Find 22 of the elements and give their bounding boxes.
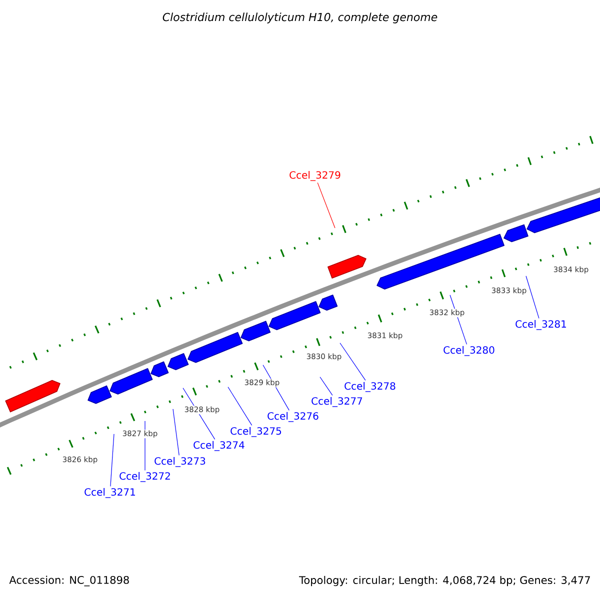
gene-label: Ccel_3280 xyxy=(444,346,494,356)
leader-line xyxy=(317,182,336,228)
gene-label: Ccel_3271 xyxy=(84,488,135,498)
gene-label: Ccel_3272 xyxy=(120,472,170,482)
leader-line xyxy=(172,408,180,456)
title: Clostridium cellulolyticum H10, complete genome xyxy=(162,12,438,24)
leader-line xyxy=(182,388,216,440)
leader-line xyxy=(526,276,540,319)
gene-label: Ccel_3278 xyxy=(344,382,396,392)
gene-label: Ccel_3274 xyxy=(194,441,244,451)
leader-line xyxy=(320,376,333,396)
leader-line xyxy=(228,386,252,426)
gene-label: Ccel_3279 xyxy=(290,171,340,181)
gene-label: Ccel_3276 xyxy=(268,412,318,422)
leader-line xyxy=(110,434,114,487)
genome-info-text: Topology: circular; Length: 4,068,724 bp; Genes: 3,477 xyxy=(299,576,590,586)
accession-text: Accession: NC_011898 xyxy=(9,576,129,586)
gene-label: Ccel_3275 xyxy=(230,427,282,437)
gene-label: Ccel_3277 xyxy=(312,397,362,407)
gene-label: Ccel_3281 xyxy=(516,320,566,330)
leader-line xyxy=(340,342,366,381)
gene-label: Ccel_3273 xyxy=(154,457,206,467)
